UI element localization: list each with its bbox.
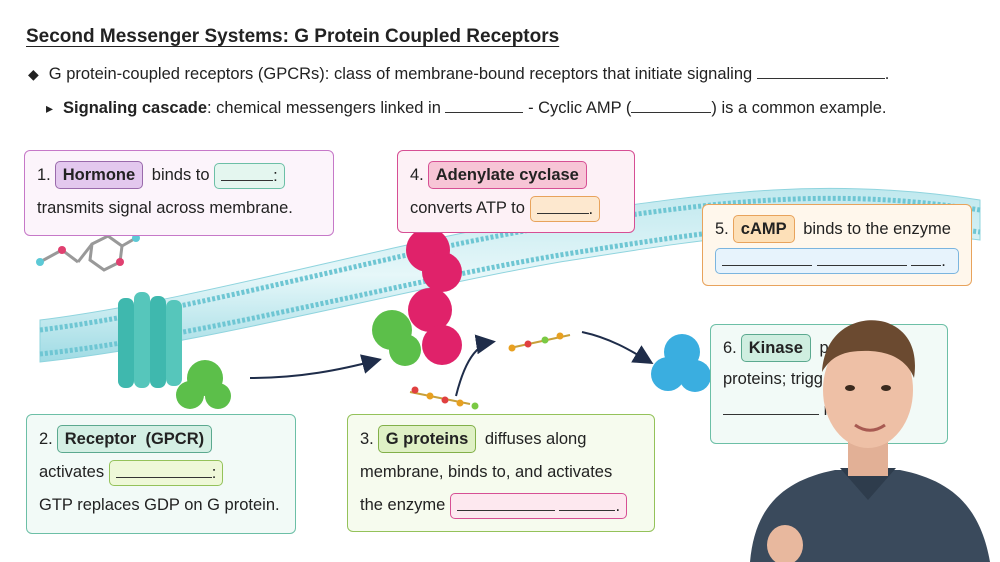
presenter-video: [750, 320, 990, 562]
step-5-box: 5.cAMP binds to the enzyme .: [702, 204, 972, 286]
adenylate-cyclase-protein: [406, 228, 462, 365]
step-1-blank[interactable]: :: [214, 162, 285, 189]
blank-signaling: [756, 64, 885, 79]
hormone-tag: Hormone: [54, 161, 144, 189]
arrow-receptor-to-cyclase: [249, 354, 382, 379]
kinase-tag: Kinase: [740, 334, 811, 362]
adenylate-cyclase-tag: Adenylate cyclase: [427, 161, 587, 189]
page-title: Second Messenger Systems: G Protein Coup…: [26, 26, 560, 47]
step-2-box: 2.Receptor (GPCR) activates : GTP replac…: [26, 414, 296, 534]
g-protein-inactive: [176, 360, 231, 409]
arrow-camp-to-kinase: [581, 331, 654, 365]
atp-molecule: [409, 386, 479, 410]
step-1-box: 1.Hormone binds to : transmits signal ac…: [24, 150, 334, 236]
gpcr-receptor: [118, 292, 182, 388]
step-3-box: 3.G proteins diffuses along membrane, bi…: [347, 414, 655, 532]
camp-molecule: [508, 332, 571, 352]
blank-camp: [631, 98, 712, 113]
receptor-gpcr-tag: Receptor (GPCR): [56, 425, 213, 453]
step-2-blank[interactable]: :: [108, 459, 224, 486]
step-3-blank[interactable]: .: [449, 492, 628, 519]
step-4-blank[interactable]: .: [529, 195, 601, 222]
g-proteins-tag: G proteins: [377, 425, 477, 453]
bullet-gpcr: ◆G protein-coupled receptors (GPCRs): cl…: [28, 64, 890, 83]
kinase-protein: [651, 334, 711, 392]
triangle-bullet-icon: ▸: [46, 100, 54, 116]
step-5-blank[interactable]: .: [715, 248, 959, 274]
step-4-box: 4.Adenylate cyclase converts ATP to .: [397, 150, 635, 233]
blank-cascade: [445, 98, 524, 113]
diamond-bullet-icon: ◆: [28, 66, 39, 82]
arrow-atp-to-camp: [455, 334, 496, 397]
bullet-signaling-cascade: ▸Signaling cascade: chemical messengers …: [46, 98, 887, 117]
g-protein-active: [372, 310, 421, 366]
camp-tag: cAMP: [732, 215, 795, 243]
